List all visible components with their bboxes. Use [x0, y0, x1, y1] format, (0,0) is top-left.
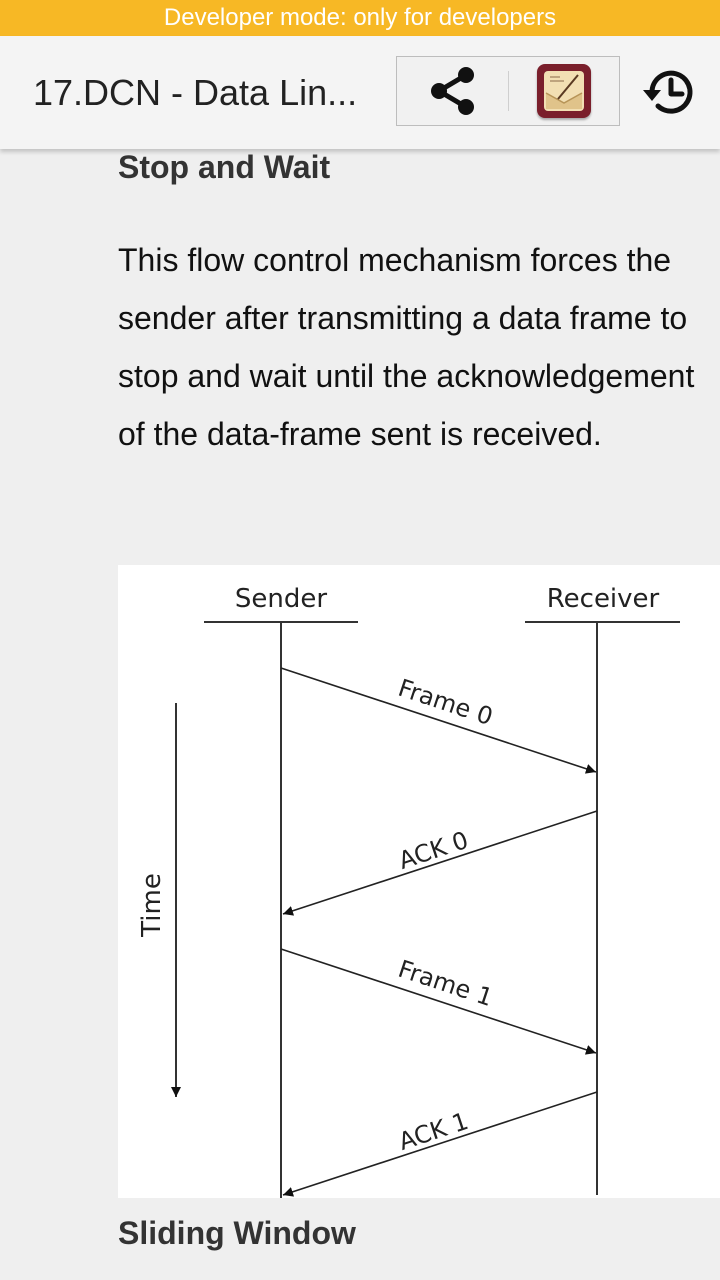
sender-label: Sender [235, 584, 327, 614]
time-label: Time [137, 873, 167, 938]
ack-1-label: ACK 1 [395, 1107, 472, 1156]
receiver-label: Receiver [547, 584, 660, 614]
paragraph: This flow control mechanism forces the s… [118, 242, 695, 452]
developer-mode-banner: Developer mode: only for developers [0, 0, 720, 36]
page-title: 17.DCN - Data Lin... [33, 72, 358, 113]
article-content[interactable]: Stop and Wait This flow control mechanis… [0, 149, 720, 1280]
notes-app-icon [537, 64, 591, 118]
ack-1-arrow [282, 1091, 598, 1197]
frame-1-arrow [280, 948, 597, 1055]
app-bar: 17.DCN - Data Lin... [0, 36, 720, 149]
history-icon [643, 70, 693, 114]
frame-0-arrow [280, 667, 597, 774]
stop-and-wait-diagram: Sender Receiver Time Frame 0 ACK 0 Frame… [118, 565, 720, 1198]
notes-app-button[interactable] [509, 57, 619, 125]
share-button[interactable] [397, 57, 509, 125]
section-heading-stop-and-wait: Stop and Wait [118, 149, 331, 185]
ack-0-label: ACK 0 [395, 826, 472, 875]
history-button[interactable] [630, 62, 710, 122]
ack-0-arrow [282, 810, 598, 916]
section-heading-sliding-window: Sliding Window [118, 1215, 356, 1251]
share-icon [431, 67, 474, 115]
action-group [396, 56, 620, 126]
action-divider [508, 71, 509, 111]
